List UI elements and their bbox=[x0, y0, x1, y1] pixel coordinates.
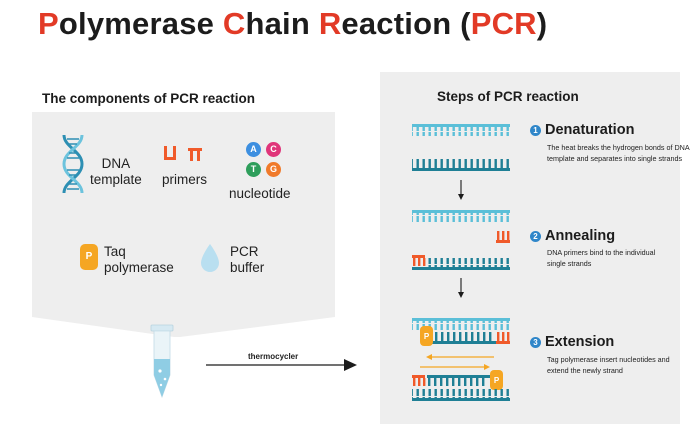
annealing-strands bbox=[412, 210, 510, 270]
dna-helix-icon bbox=[62, 134, 84, 194]
denaturation-strands bbox=[412, 124, 510, 171]
primers-label: primers bbox=[162, 172, 208, 187]
nucleotide-label: nucleotide bbox=[229, 186, 291, 201]
step-1-number-icon: 1 bbox=[530, 125, 541, 136]
step-3-description: Tag polymerase insert nucleotides and ex… bbox=[547, 355, 670, 375]
nucleotide-c-icon: C bbox=[266, 142, 281, 157]
taq-polymerase-label: Taq polymerase bbox=[104, 244, 174, 275]
panel-funnel bbox=[32, 317, 335, 337]
thermocycler-label: thermocycler bbox=[248, 352, 299, 361]
page-title: Polymerase Chain Reaction (PCR) bbox=[38, 6, 548, 41]
droplet-icon bbox=[201, 244, 219, 272]
nucleotide-a-icon: A bbox=[246, 142, 261, 157]
svg-text:P: P bbox=[494, 376, 500, 385]
step-3-number-icon: 3 bbox=[530, 337, 541, 348]
taq-polymerase-icon: P bbox=[80, 244, 98, 270]
thermocycler-arrow bbox=[206, 359, 357, 371]
steps-diagram: P P bbox=[412, 124, 510, 401]
extension-strands: P P bbox=[412, 318, 510, 401]
step-2-description: DNA primers bind to the individual singl… bbox=[547, 248, 656, 268]
step-1-description: The heat breaks the hydrogen bonds of DN… bbox=[547, 143, 690, 163]
step-2-number-icon: 2 bbox=[530, 231, 541, 242]
pcr-buffer-label: PCR buffer bbox=[230, 244, 265, 275]
primers-icon bbox=[164, 146, 202, 161]
dna-template-label: DNA template bbox=[90, 156, 142, 187]
steps-heading: Steps of PCR reaction bbox=[437, 89, 579, 104]
nucleotide-g-icon: G bbox=[266, 162, 281, 177]
nucleotide-t-icon: T bbox=[246, 162, 261, 177]
components-panel bbox=[32, 112, 335, 317]
svg-text:P: P bbox=[424, 332, 430, 341]
test-tube-icon bbox=[150, 324, 174, 399]
components-heading: The components of PCR reaction bbox=[42, 91, 256, 106]
